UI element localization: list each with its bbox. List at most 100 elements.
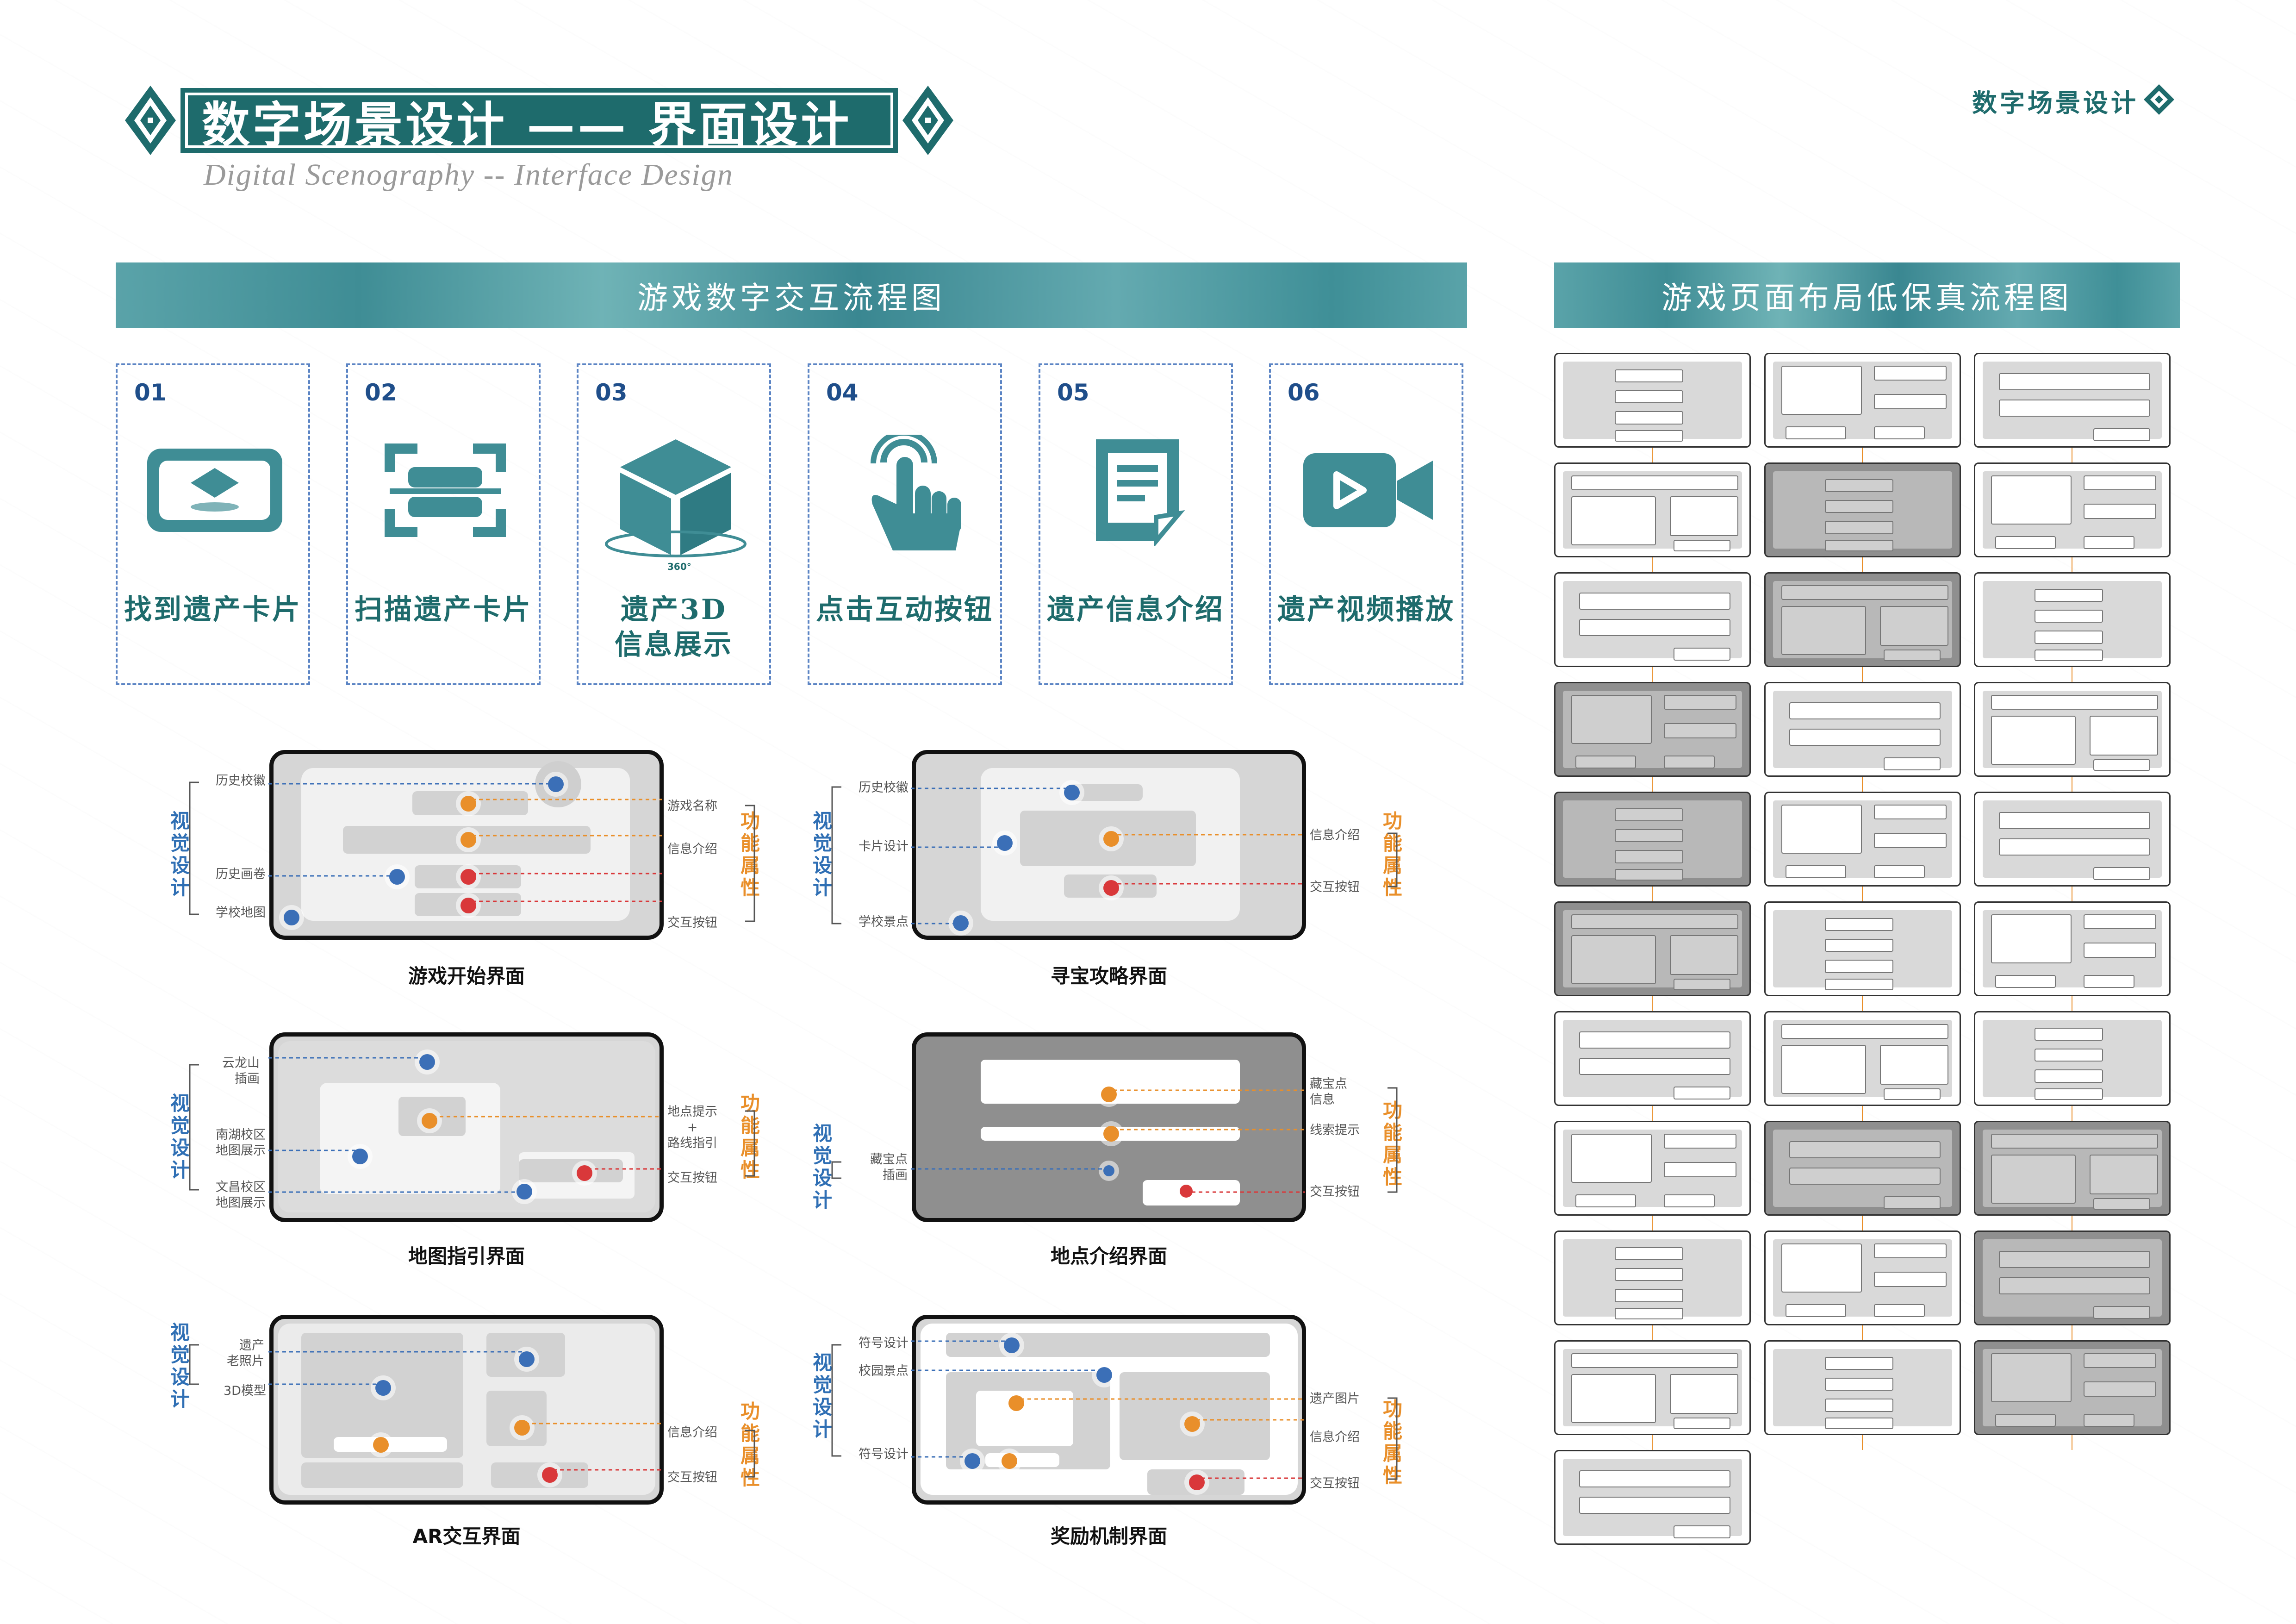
wireframe-block (1614, 850, 1683, 863)
annotation-left: 学校景点 (859, 915, 908, 929)
wireframe-block (1674, 1418, 1730, 1429)
wireframe-block (1995, 1413, 2056, 1427)
wireframe-block (2034, 588, 2103, 602)
wireframe-block (1991, 694, 2158, 710)
wireframe-block (2093, 867, 2150, 881)
wireframe-block (1789, 1141, 1941, 1158)
wireframe-block (1873, 1304, 1925, 1318)
annotation-left: 校园景点 (859, 1364, 908, 1378)
wireframe-block (1785, 865, 1846, 879)
wireframe-thumbnail (1974, 353, 2171, 448)
wireframe-block (1824, 1418, 1893, 1429)
annotation-right: 交互按钮 (667, 1470, 717, 1485)
wireframe-block (1571, 1374, 1656, 1424)
step-label: 遗产3D 信息展示 (615, 593, 733, 661)
section-bar-lowfi-flow: 游戏页面布局低保真流程图 (1554, 262, 2180, 328)
function-attribute-label: 功 能 属 性 (1382, 1099, 1402, 1188)
wireframe-block (2034, 1069, 2103, 1083)
wireframe-thumbnail (1554, 792, 1751, 887)
wireframe-block (2034, 650, 2103, 661)
wireframe-thumbnail (1764, 1011, 1961, 1106)
rotation-badge: 360° (667, 561, 691, 572)
wireframe-block (1669, 1374, 1738, 1414)
wireframe-thumbnail (1974, 1230, 2171, 1325)
wireframe-block (1789, 729, 1941, 746)
wireframe-block (1873, 833, 1947, 848)
annotation-right: 交互按钮 (1310, 1476, 1360, 1491)
wireframe-block (1614, 808, 1683, 822)
wireframe-block (1579, 619, 1730, 637)
wireframe-thumbnail (1554, 462, 1751, 557)
wireframe-block (1824, 1377, 1893, 1391)
annotation-left: 历史校徽 (216, 774, 266, 788)
wireframe-block (1781, 804, 1862, 854)
video-camera-icon (1303, 453, 1433, 527)
wireframe-thumbnail (1554, 682, 1751, 777)
wireframe-block (1781, 585, 1948, 600)
left-ornament-icon (125, 86, 176, 155)
annotation-left: 3D模型 (224, 1384, 266, 1398)
right-ornament-icon (902, 86, 953, 155)
annotation-right: 交互按钮 (667, 916, 717, 930)
annotation-left: 符号设计 (859, 1447, 908, 1462)
wireframe-block (1884, 1196, 1941, 1210)
wireframe-thumbnail (1554, 1121, 1751, 1216)
wireframe-block (1614, 1247, 1683, 1261)
section-title-lowfi-flow: 游戏页面布局低保真流程图 (1661, 280, 2072, 316)
annotation-right: 交互按钮 (667, 1171, 717, 1185)
wireframe-block (1614, 1268, 1683, 1281)
function-attribute-label: 功 能 属 性 (740, 1400, 760, 1489)
mockup-start-screen (269, 750, 664, 940)
annotation-left: 符号设计 (859, 1336, 908, 1350)
wireframe-block (1663, 694, 1736, 710)
wireframe-block (1824, 521, 1893, 534)
annotation-left: 文昌校区 地图展示 (216, 1180, 266, 1210)
wireframe-block (1571, 1353, 1738, 1368)
mockup-caption: 奖励机制界面 (1050, 1525, 1167, 1548)
wireframe-block (1999, 400, 2150, 417)
wireframe-block (2093, 1198, 2150, 1210)
corner-ornament-icon (2144, 84, 2174, 115)
wireframe-block (1663, 723, 1736, 738)
wireframe-block (1991, 715, 2076, 765)
cube-360-icon (605, 439, 747, 557)
step-number: 05 (1057, 379, 1089, 406)
wireframe-thumbnail (1554, 572, 1751, 667)
step-card-05: 05 遗产信息介绍 (1039, 363, 1233, 685)
annotation-right: 交互按钮 (1310, 880, 1360, 894)
wireframe-block (1824, 1399, 1893, 1412)
wireframe-thumbnail (1554, 1450, 1751, 1545)
wireframe-block (1781, 606, 1866, 656)
wireframe-thumbnail (1974, 462, 2171, 557)
wireframe-block (1879, 1044, 1948, 1085)
wireframe-block (1999, 1277, 2150, 1295)
wireframe-block (1781, 365, 1862, 415)
wireframe-block (1571, 914, 1738, 930)
wireframe-block (1873, 365, 1947, 381)
annotation-left: 历史画卷 (216, 867, 266, 881)
step-card-03: 03 360° 遗产3D 信息展示 (577, 363, 771, 685)
annotation-left: 遗产 老照片 (227, 1338, 264, 1368)
wireframe-block (1999, 838, 2150, 856)
mockup-treasure-screen (912, 750, 1306, 940)
wireframe-block (1571, 694, 1652, 744)
visual-design-label: 视 觉 设 计 (812, 1351, 832, 1441)
wireframe-block (2083, 943, 2156, 958)
annotation-right: 信息介绍 (1310, 1430, 1360, 1444)
wireframe-block (1884, 1088, 1941, 1100)
wireframe-thumbnail (1764, 682, 1961, 777)
annotation-left: 藏宝点 插画 (870, 1152, 908, 1182)
wireframe-block (1663, 1162, 1736, 1177)
wireframe-block (2089, 715, 2158, 756)
wireframe-block (1674, 647, 1730, 661)
wireframe-block (1781, 1024, 1948, 1039)
annotation-left: 云龙山 插画 (222, 1056, 260, 1086)
mockup-caption: AR交互界面 (412, 1525, 521, 1548)
annotation-left: 卡片设计 (859, 839, 908, 854)
step-label: 遗产信息介绍 (1047, 593, 1225, 626)
wireframe-block (2034, 1088, 2103, 1100)
wireframe-block (2083, 504, 2156, 519)
wireframe-block (2083, 475, 2156, 491)
wireframe-block (1614, 1308, 1683, 1319)
